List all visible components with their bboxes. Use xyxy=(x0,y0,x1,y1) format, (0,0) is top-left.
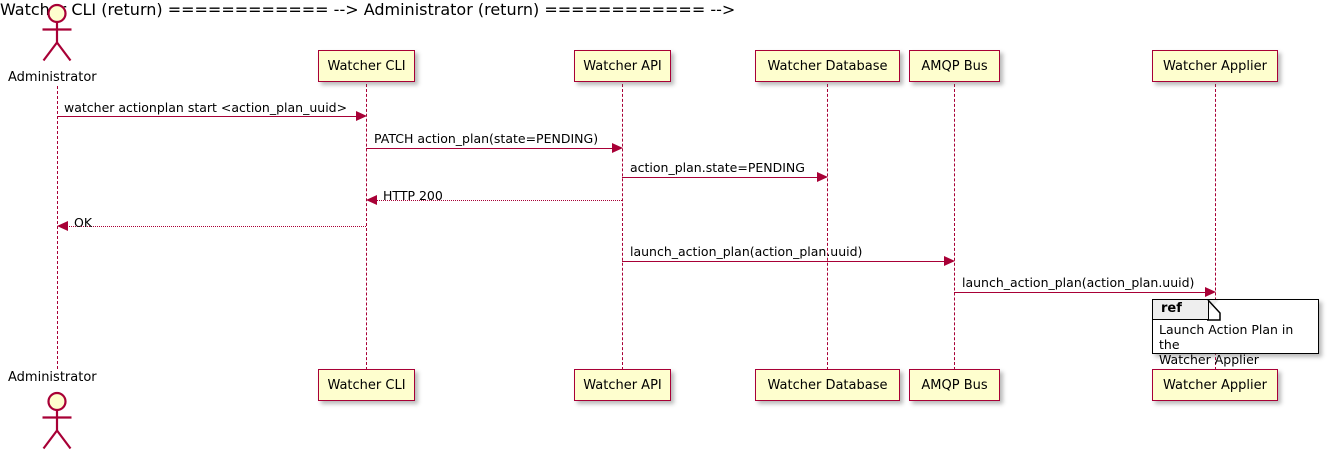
actor-administrator-bottom xyxy=(33,390,81,452)
message-line-5 xyxy=(67,226,366,227)
participant-watcher-database-top[interactable]: Watcher Database xyxy=(755,50,900,82)
participant-watcher-database-bottom[interactable]: Watcher Database xyxy=(755,369,900,401)
participant-watcher-applier-bottom[interactable]: Watcher Applier xyxy=(1152,369,1278,401)
lifeline-watcher-api xyxy=(622,84,623,370)
message-arrowhead-2 xyxy=(612,143,623,153)
message-label-3: action_plan.state=PENDING xyxy=(630,160,805,175)
actor-label-administrator-bottom: Administrator xyxy=(8,370,97,385)
message-label-6: launch_action_plan(action_plan.uuid) xyxy=(630,244,863,259)
message-line-2 xyxy=(366,148,613,149)
actor-administrator-top xyxy=(33,2,81,64)
actor-label-administrator-top: Administrator xyxy=(8,70,97,85)
message-line-7 xyxy=(954,292,1206,293)
message-label-1: watcher actionplan start <action_plan_uu… xyxy=(64,100,348,115)
ref-fragment-text: Launch Action Plan in the Watcher Applie… xyxy=(1159,322,1294,367)
ref-fragment-tab-notch xyxy=(1209,300,1219,320)
message-arrowhead-3 xyxy=(817,172,828,182)
actor-stick-figure-icon xyxy=(42,3,72,62)
participant-watcher-api-bottom[interactable]: Watcher API xyxy=(574,369,671,401)
participant-amqp-bus-bottom[interactable]: AMQP Bus xyxy=(909,369,1000,401)
message-line-6 xyxy=(622,261,945,262)
message-arrowhead-1 xyxy=(356,111,367,121)
ref-fragment-tab-label: ref xyxy=(1153,300,1209,320)
participant-watcher-applier-top[interactable]: Watcher Applier xyxy=(1152,50,1278,82)
participant-watcher-cli-top[interactable]: Watcher CLI xyxy=(318,50,415,82)
message-label-5: OK xyxy=(74,215,93,230)
ref-notch-line-icon xyxy=(1207,300,1221,321)
message-arrowhead-6 xyxy=(944,256,955,266)
message-line-4 xyxy=(376,200,622,201)
message-label-2: PATCH action_plan(state=PENDING) xyxy=(374,131,599,146)
message-arrowhead-4 xyxy=(366,195,377,205)
participant-watcher-cli-bottom[interactable]: Watcher CLI xyxy=(318,369,415,401)
participant-amqp-bus-top[interactable]: AMQP Bus xyxy=(909,50,1000,82)
lifeline-watcher-applier xyxy=(1215,84,1216,370)
message-line-1 xyxy=(57,116,357,117)
ref-fragment-box: ref Launch Action Plan in the Watcher Ap… xyxy=(1152,299,1319,367)
message-label-7: launch_action_plan(action_plan.uuid) xyxy=(962,275,1195,290)
lifeline-watcher-database xyxy=(827,84,828,370)
lifeline-amqp-bus xyxy=(954,84,955,370)
message-label-4: HTTP 200 xyxy=(383,188,443,203)
message-line-3 xyxy=(622,177,818,178)
message-arrowhead-7 xyxy=(1205,287,1216,297)
lifeline-watcher-cli xyxy=(366,84,367,370)
message-arrowhead-5 xyxy=(57,221,68,231)
actor-stick-figure-icon xyxy=(42,391,72,450)
participant-watcher-api-top[interactable]: Watcher API xyxy=(574,50,671,82)
